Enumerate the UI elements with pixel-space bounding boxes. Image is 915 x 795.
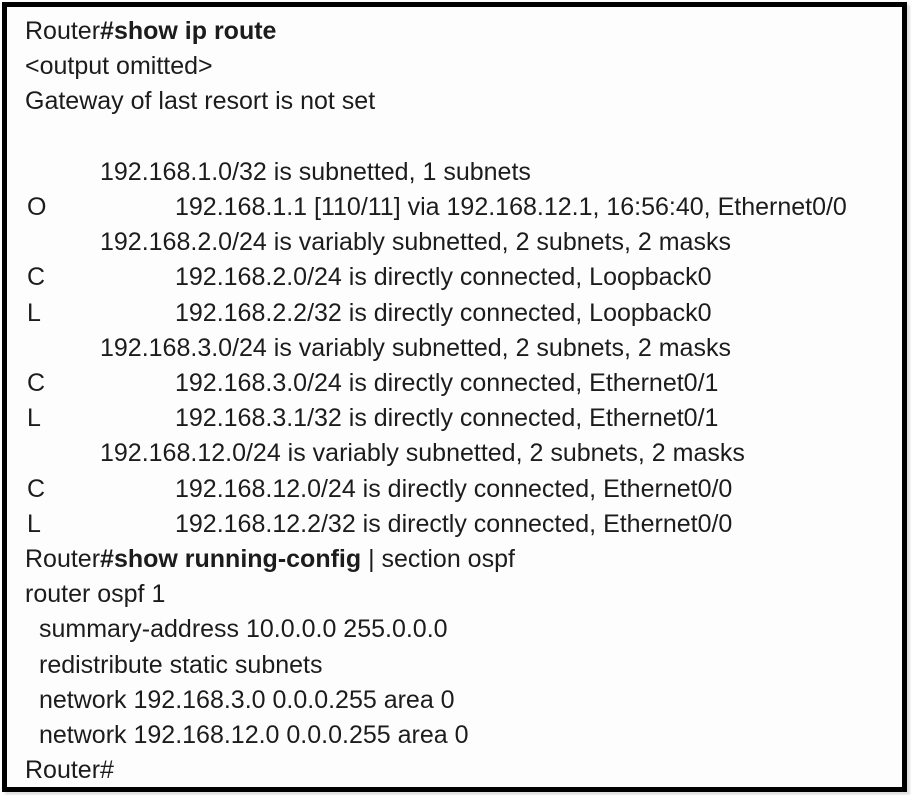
output-text: Router# [25, 756, 114, 785]
route-code: C [27, 263, 46, 292]
cli-line: Router#show running-config | section osp… [25, 542, 898, 577]
cli-line: summary-address 10.0.0.0 255.0.0.0 [25, 612, 898, 647]
cli-line: redistribute static subnets [25, 648, 898, 683]
output-text: Gateway of last resort is not set [25, 87, 376, 116]
cli-line: C 192.168.3.0/24 is directly connected, E… [25, 366, 898, 401]
cli-line: 192.168.12.0/24 is variably subnetted, 2… [25, 436, 898, 471]
cli-line: Router#show ip route [25, 14, 898, 49]
route-code: L [27, 298, 41, 327]
terminal-output: Router#show ip route<output omitted>Gate… [7, 7, 902, 787]
output-text: 192.168.3.0/24 is variably subnetted, 2 … [100, 333, 731, 362]
cli-line: Router# [25, 753, 898, 787]
cli-line: network 192.168.12.0 0.0.0.255 area 0 [25, 718, 898, 753]
output-text: 192.168.2.2/32 is directly connected, Lo… [175, 298, 712, 327]
route-code: L [27, 404, 41, 433]
cli-line [25, 120, 898, 155]
route-code: C [27, 369, 46, 398]
cli-line: L 192.168.3.1/32 is directly connected, E… [25, 401, 898, 436]
cli-line: 192.168.2.0/24 is variably subnetted, 2 … [25, 225, 898, 260]
output-text: <output omitted> [25, 52, 213, 81]
output-text: 192.168.2.0/24 is variably subnetted, 2 … [100, 228, 731, 257]
output-text: 192.168.2.0/24 is directly connected, Lo… [175, 263, 712, 292]
output-text: 192.168.3.0/24 is directly connected, Et… [175, 369, 719, 398]
cli-line: C 192.168.12.0/24 is directly connected, … [25, 472, 898, 507]
output-text: network 192.168.12.0 0.0.0.255 area 0 [39, 721, 469, 750]
cli-line: network 192.168.3.0 0.0.0.255 area 0 [25, 683, 898, 718]
output-text: 192.168.12.2/32 is directly connected, E… [175, 509, 733, 538]
output-text: redistribute static subnets [39, 650, 323, 679]
route-code: O [27, 193, 47, 222]
output-text: 192.168.1.1 [110/11] via 192.168.12.1, 1… [175, 193, 847, 222]
output-text: Router [25, 545, 101, 574]
route-code: C [27, 474, 46, 503]
cli-line: router ospf 1 [25, 577, 898, 612]
cli-line: Gateway of last resort is not set [25, 84, 898, 119]
output-text: Router [25, 17, 101, 45]
cli-line: O 192.168.1.1 [110/11] via 192.168.12.1, … [25, 190, 898, 225]
output-text: router ospf 1 [25, 580, 166, 609]
output-text: network 192.168.3.0 0.0.0.255 area 0 [39, 685, 455, 714]
cli-line: 192.168.3.0/24 is variably subnetted, 2 … [25, 331, 898, 366]
cli-line: 192.168.1.0/32 is subnetted, 1 subnets [25, 155, 898, 190]
route-code: L [27, 509, 41, 538]
cli-line: <output omitted> [25, 49, 898, 84]
cli-line: L 192.168.12.2/32 is directly connected, … [25, 507, 898, 542]
output-text: 192.168.3.1/32 is directly connected, Et… [175, 404, 719, 433]
command-text: #show ip route [100, 17, 277, 45]
output-text: summary-address 10.0.0.0 255.0.0.0 [39, 615, 448, 644]
command-text: #show running-config [100, 545, 362, 574]
cli-line: L 192.168.2.2/32 is directly connected, L… [25, 296, 898, 331]
output-text: 192.168.1.0/32 is subnetted, 1 subnets [100, 157, 531, 186]
output-text: 192.168.12.0/24 is variably subnetted, 2… [100, 439, 745, 468]
output-text: 192.168.12.0/24 is directly connected, E… [175, 474, 733, 503]
cli-line: C 192.168.2.0/24 is directly connected, L… [25, 260, 898, 295]
output-text: | section ospf [361, 545, 515, 574]
